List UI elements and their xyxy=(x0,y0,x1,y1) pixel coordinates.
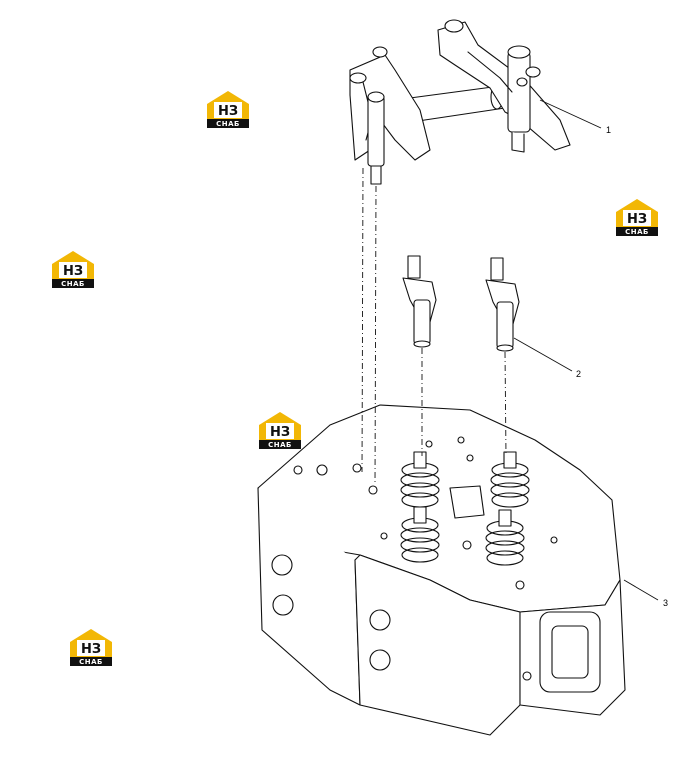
logo-word: СНАБ xyxy=(625,228,649,236)
callout-2: 2 xyxy=(576,369,581,379)
alignment-lines xyxy=(361,167,507,485)
logo-word: СНАБ xyxy=(61,280,85,288)
cylinder-head xyxy=(257,404,626,736)
logo-mark-bg xyxy=(623,210,651,226)
logo-word: СНАБ xyxy=(268,441,292,449)
callout-1: 1 xyxy=(606,125,611,135)
logo-mark: НЗ xyxy=(63,264,83,279)
logo-word: СНАБ xyxy=(216,120,240,128)
watermark-logo-1: НЗ СНАБ xyxy=(203,89,253,129)
logo-band xyxy=(207,119,249,128)
rocker-arm-assembly xyxy=(349,19,571,185)
logo-mark: НЗ xyxy=(81,642,101,657)
watermark-logo-3: НЗ СНАБ xyxy=(48,249,98,289)
logo-mark-bg xyxy=(59,262,87,278)
watermark-logo-4: НЗ СНАБ xyxy=(255,410,305,450)
leader-lines xyxy=(513,99,659,601)
watermark-logo-5: НЗ СНАБ xyxy=(66,627,116,667)
logo-mark: НЗ xyxy=(627,212,647,227)
valve-bridge-pair xyxy=(402,255,520,352)
logo-band xyxy=(70,657,112,666)
valve-spring-3 xyxy=(400,506,440,563)
watermark-logo-2: НЗ СНАБ xyxy=(612,197,662,237)
logo-mark-bg xyxy=(77,640,105,656)
valve-bridge-left xyxy=(402,255,437,348)
callout-3: 3 xyxy=(663,598,668,608)
valve-spring-2 xyxy=(490,451,530,508)
valve-bridge-right xyxy=(485,257,520,352)
logo-mark-bg xyxy=(214,102,242,118)
logo-mark: НЗ xyxy=(218,104,238,119)
logo-word: СНАБ xyxy=(79,658,103,666)
valve-spring-4 xyxy=(485,509,525,566)
valve-spring-1 xyxy=(400,451,440,508)
logo-band xyxy=(52,279,94,288)
logo-mark-bg xyxy=(266,423,294,439)
logo-band xyxy=(259,440,301,449)
logo-mark: НЗ xyxy=(270,425,290,440)
logo-band xyxy=(616,227,658,236)
